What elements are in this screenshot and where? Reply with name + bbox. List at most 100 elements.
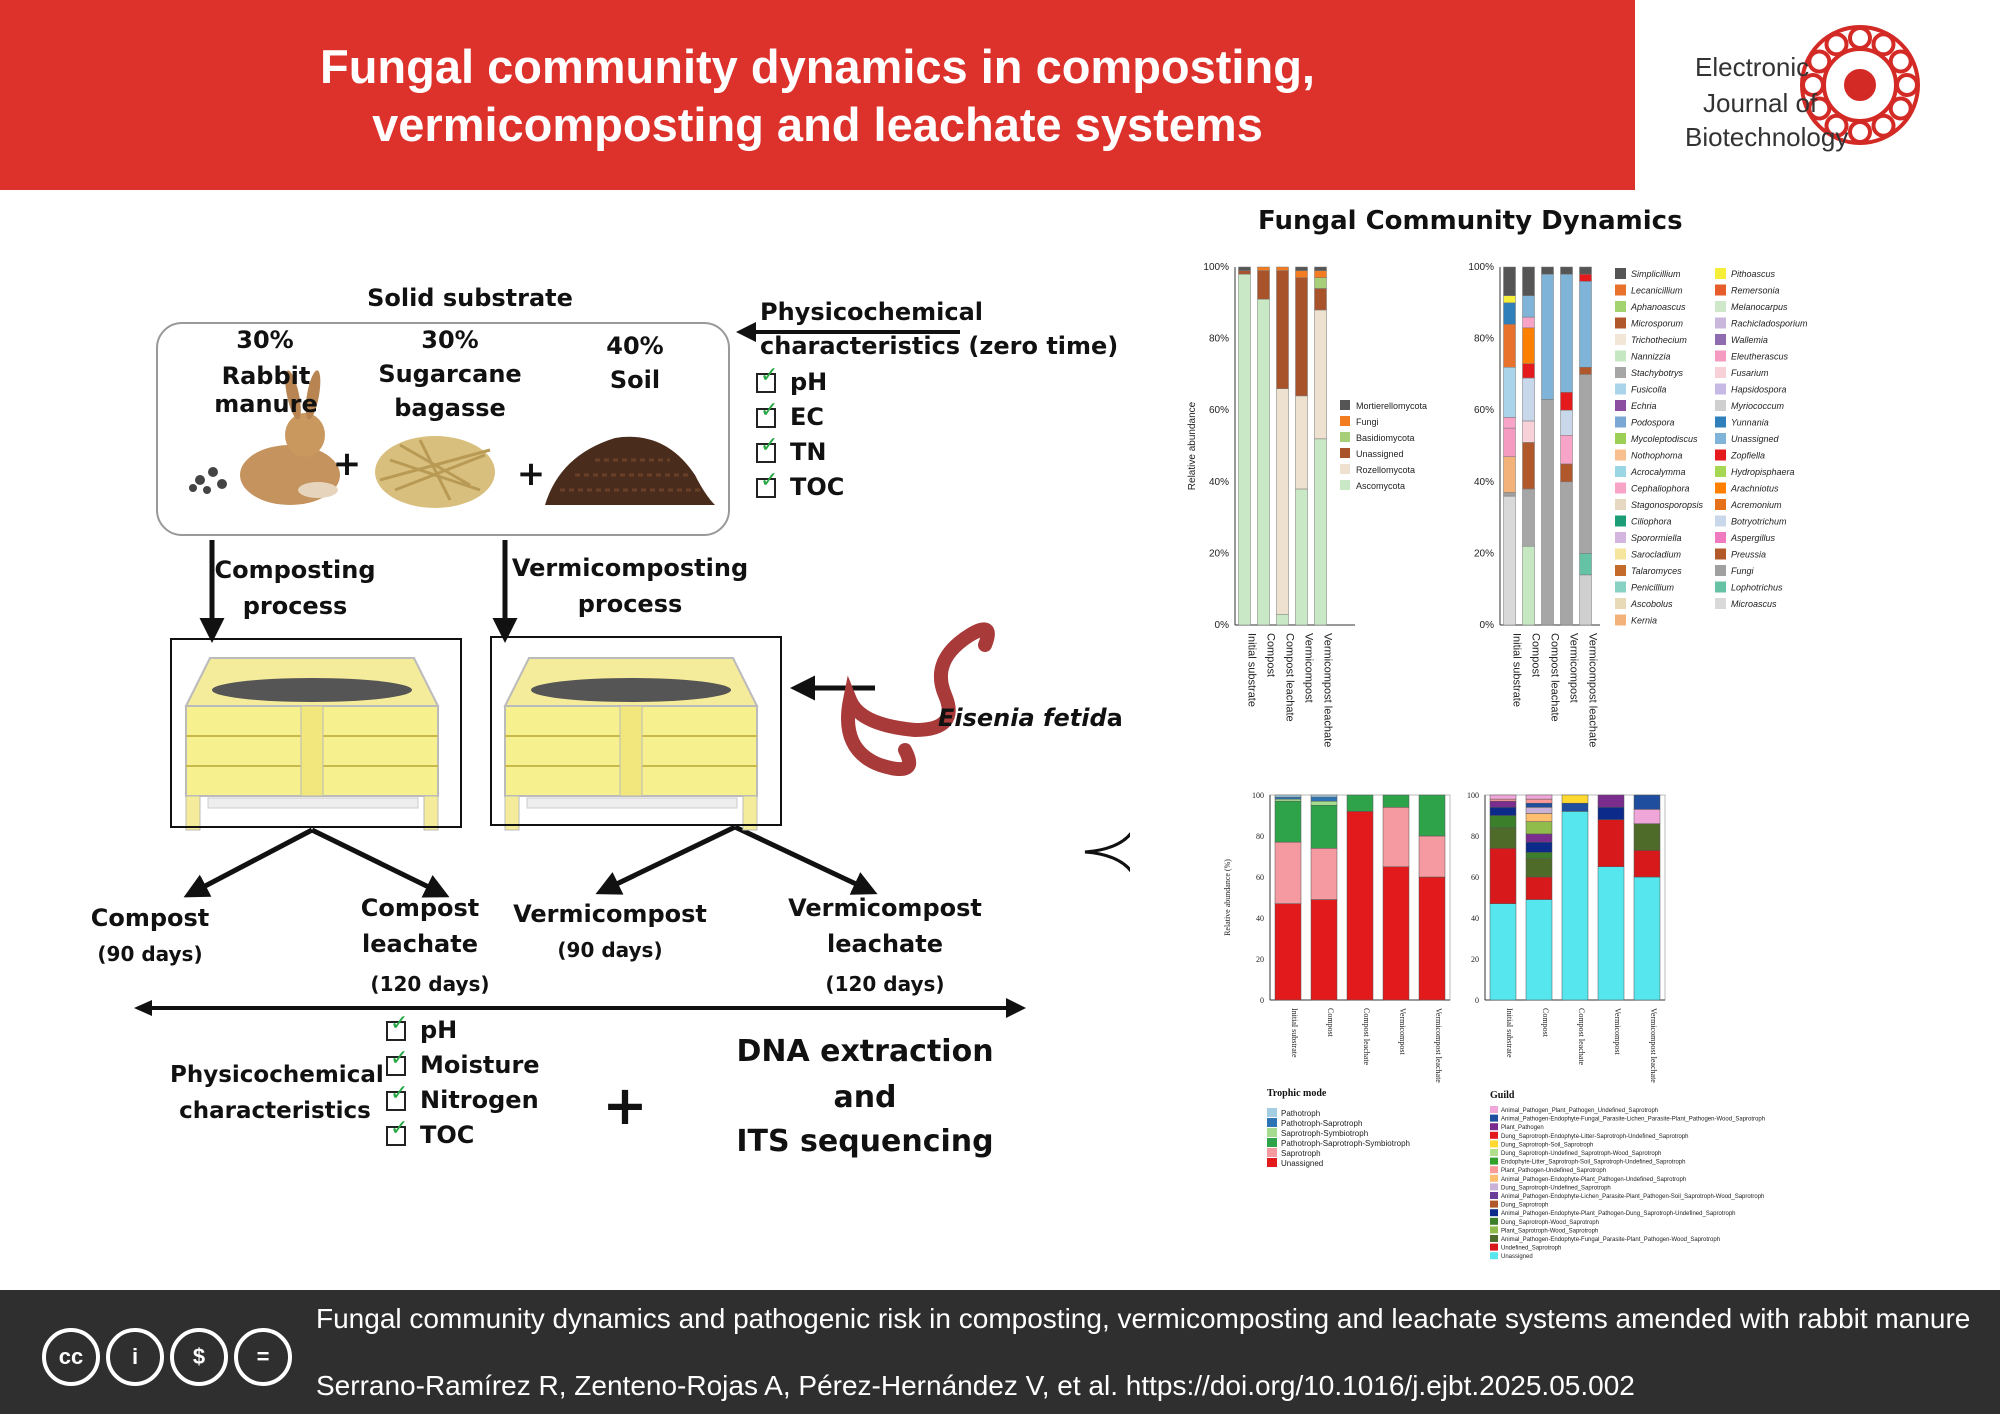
trophic-bar-segment	[1274, 798, 1302, 802]
check-label: Moisture	[420, 1051, 540, 1079]
title-line-2: vermicomposting and leachate systems	[372, 98, 1263, 151]
genus-legend-swatch	[1615, 515, 1626, 527]
genus-legend-swatch	[1615, 334, 1626, 345]
dna-label-1: DNA extraction	[736, 1034, 994, 1069]
genus-bar-segment	[1579, 273, 1592, 282]
genus-legend-label: Pithoascus	[1731, 269, 1776, 279]
phylum-bar-segment	[1295, 270, 1308, 278]
genus-legend-label: Preussia	[1731, 550, 1766, 560]
process-diagram-graphics	[134, 322, 1130, 1018]
bagasse-label-2: bagasse	[394, 394, 506, 422]
guild-legend-label: Plant_Saprotroph-Wood_Saprotroph	[1501, 1228, 1598, 1234]
bagasse-label-1: Sugarcane	[378, 360, 522, 388]
guild-ytick: 20	[1471, 955, 1479, 964]
check-label: EC	[790, 403, 825, 431]
genus-legend-swatch	[1615, 350, 1626, 362]
trophic-ytick: 80	[1256, 832, 1264, 841]
genus-legend-label: Stachybotrys	[1631, 368, 1684, 378]
guild-bar-segment	[1489, 848, 1517, 904]
phylum-legend-label: Basidiomycota	[1356, 433, 1415, 443]
trophic-ytick: 40	[1256, 914, 1264, 923]
cc-icon: cc	[42, 1328, 100, 1386]
genus-legend-label: Microascus	[1731, 599, 1777, 609]
guild-bar-segment	[1489, 798, 1517, 802]
genus-bar-segment	[1579, 553, 1592, 576]
genus-legend-swatch	[1715, 449, 1726, 461]
checkbox-icon	[756, 398, 778, 428]
guild-legend-label: Plant_Pathogen-Undefined_Saprotroph	[1501, 1168, 1606, 1174]
genus-bar-segment	[1560, 266, 1573, 275]
phylum-bar-segment	[1276, 388, 1289, 615]
guild-legend-label: Undefined_Saprotroph	[1501, 1246, 1561, 1252]
plus-sign-2: +	[516, 454, 546, 494]
guild-bar-segment	[1525, 858, 1553, 878]
genus-bar-segment	[1579, 374, 1592, 554]
guild-legend-label: Dung_Saprotroph-Wood_Saprotroph	[1501, 1220, 1599, 1226]
guild-xtick: Compost leachate	[1577, 1008, 1586, 1066]
trophic-ytick: 100	[1252, 791, 1264, 800]
genus-bar-segment	[1560, 435, 1573, 465]
guild-ytick: 40	[1471, 914, 1479, 923]
genus-legend-swatch	[1715, 284, 1726, 296]
phylum-bar-segment	[1295, 277, 1308, 397]
citation-authors[interactable]: Serrano-Ramírez R, Zenteno-Rojas A, Pére…	[316, 1370, 1635, 1401]
final-check-2: Nitrogen	[386, 1081, 539, 1114]
genus-bar-segment	[1541, 266, 1554, 275]
genus-xtick: Compost	[1530, 633, 1542, 677]
guild-legend-swatch	[1490, 1174, 1498, 1182]
trophic-legend-label: Saprotroph	[1281, 1149, 1321, 1158]
guild-bar-segment	[1489, 794, 1517, 800]
guild-bar-segment	[1489, 827, 1517, 849]
guild-xtick: Vermicompost	[1613, 1008, 1622, 1055]
compost-leachate-days: (120 days)	[370, 972, 490, 996]
guild-bar-segment	[1525, 852, 1553, 859]
guild-xtick: Vermicompost leachate	[1649, 1008, 1658, 1083]
phylum-bar-segment	[1314, 288, 1327, 311]
genus-legend-swatch	[1715, 416, 1726, 428]
genus-bar-segment	[1503, 456, 1516, 493]
trophic-ytick: 0	[1260, 996, 1264, 1005]
page-title: Fungal community dynamics in composting,…	[0, 38, 1635, 154]
trophic-bar-segment	[1418, 876, 1446, 1001]
guild-bar-segment	[1489, 800, 1517, 808]
genus-bar-segment	[1522, 442, 1535, 490]
genus-legend-swatch	[1715, 350, 1726, 362]
genus-legend-label: Ascobolus	[1630, 599, 1673, 609]
genus-legend-swatch	[1615, 268, 1626, 279]
brace-bracket	[1084, 832, 1130, 873]
phylum-bar-segment	[1276, 270, 1289, 389]
genus-legend-label: Melanocarpus	[1731, 302, 1788, 312]
trophic-legend-label: Pathotroph-Saprotroph-Symbiotroph	[1281, 1139, 1410, 1148]
rabbit-image	[189, 370, 340, 505]
bagasse-percent: 30%	[421, 326, 479, 354]
genus-bar-segment	[1560, 273, 1573, 393]
checkbox-icon	[756, 433, 778, 463]
guild-legend-swatch	[1490, 1157, 1498, 1165]
phylum-ytick: 100%	[1203, 262, 1229, 273]
phylum-legend-swatch	[1340, 448, 1350, 458]
vermicompost-label: Vermicompost	[513, 900, 707, 928]
genus-legend-label: Hydropisphaera	[1731, 467, 1795, 477]
genus-ytick: 60%	[1474, 405, 1494, 416]
trophic-bar-segment	[1346, 811, 1374, 1001]
genus-legend-label: Unassigned	[1731, 434, 1780, 444]
guild-legend-label: Animal_Pathogen-Endophyte-Fungal_Parasit…	[1501, 1117, 1765, 1123]
guild-legend-swatch	[1490, 1106, 1498, 1113]
trophic-xtick: Vermicompost	[1398, 1008, 1407, 1055]
guild-legend-swatch	[1490, 1200, 1498, 1208]
noderivatives-icon: =	[234, 1328, 292, 1386]
genus-bar-segment	[1579, 366, 1592, 375]
genus-bar-segment	[1503, 366, 1516, 418]
guild-legend-swatch	[1490, 1114, 1498, 1122]
guild-bar-segment	[1633, 823, 1661, 851]
trophic-bar-segment	[1382, 794, 1410, 808]
genus-legend-swatch	[1615, 532, 1626, 543]
phylum-legend-label: Fungi	[1356, 417, 1379, 427]
genus-xtick: Vermicompost	[1568, 633, 1580, 703]
trophic-legend-label: Pathotroph-Saprotroph	[1281, 1119, 1362, 1128]
genus-legend-label: Eleutherascus	[1731, 352, 1789, 362]
vermicompost-bin-image	[503, 657, 759, 831]
trophic-ylabel: Relative abundance (%)	[1223, 859, 1232, 936]
genus-xtick: Vermicompost leachate	[1587, 633, 1599, 747]
genus-bar-segment	[1541, 399, 1554, 626]
